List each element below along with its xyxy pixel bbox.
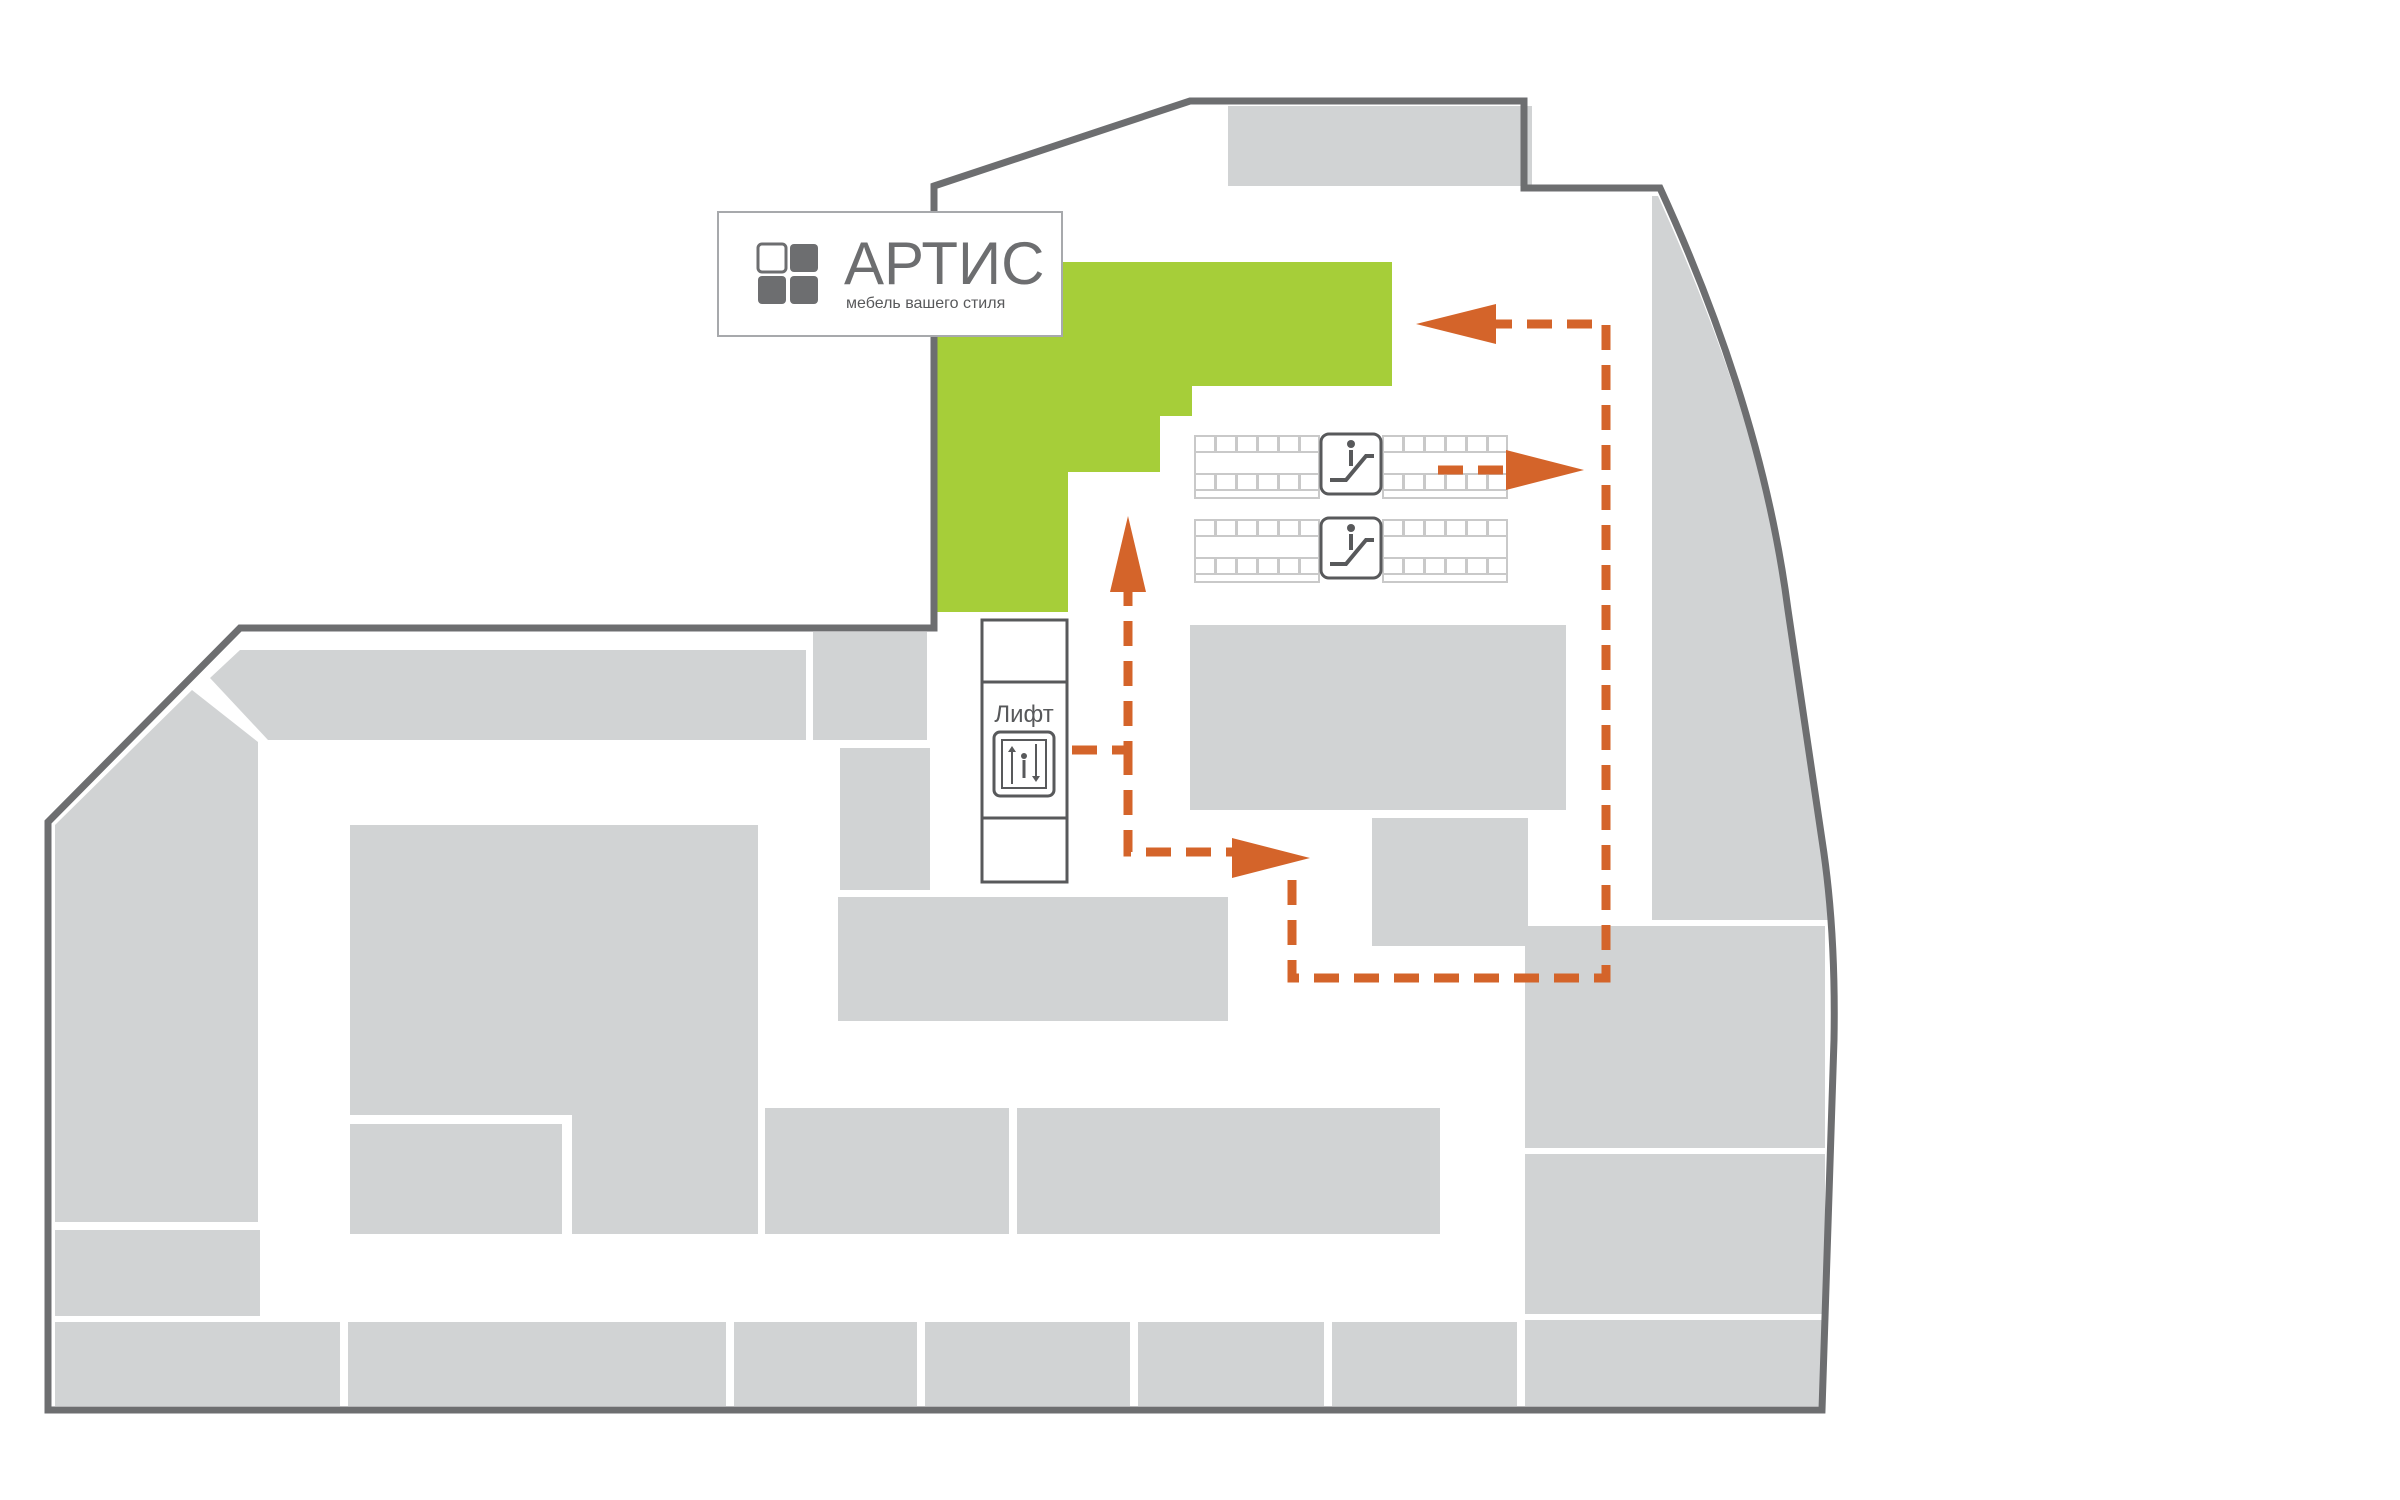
shop-unit[interactable]	[1525, 1154, 1825, 1314]
shop-unit[interactable]	[1525, 1320, 1825, 1406]
shop-units	[55, 106, 1828, 1406]
escalator-steps	[1194, 519, 1508, 583]
shop-unit[interactable]	[765, 1108, 1009, 1234]
route-segment	[1287, 319, 1611, 983]
building-outline	[44, 97, 1838, 1414]
route-arrow-right	[1506, 450, 1584, 490]
shop-unit[interactable]	[55, 1230, 260, 1316]
escalator-icon	[1319, 516, 1383, 580]
elevator-label: Лифт	[994, 701, 1053, 728]
escalator-icon	[1319, 432, 1383, 496]
shop-unit[interactable]	[572, 1020, 758, 1234]
shop-unit[interactable]	[1138, 1322, 1324, 1406]
shop-unit[interactable]	[1332, 1322, 1517, 1406]
artis-store-area[interactable]	[936, 262, 1392, 612]
store-name: АРТИС	[844, 230, 1044, 297]
elevator[interactable]: Лифт	[980, 618, 1069, 884]
shop-unit[interactable]	[813, 632, 927, 740]
shop-unit[interactable]	[1525, 926, 1825, 1148]
shop-unit[interactable]	[1652, 196, 1828, 920]
shop-unit[interactable]	[210, 650, 806, 740]
escalator-steps	[1194, 435, 1508, 499]
elevator-icon	[992, 730, 1056, 798]
shop-unit[interactable]	[1228, 106, 1532, 186]
shop-unit[interactable]	[348, 1322, 726, 1406]
store-tagline: мебель вашего стиля	[846, 295, 1005, 312]
route-path	[1072, 304, 1611, 983]
route-arrow-up	[1110, 516, 1146, 592]
escalator-top	[1194, 432, 1508, 499]
shop-unit[interactable]	[1372, 818, 1528, 946]
shop-unit[interactable]	[55, 690, 258, 1222]
escalator-bottom	[1194, 516, 1508, 583]
route-arrow-left	[1416, 304, 1496, 344]
shop-unit[interactable]	[55, 1322, 340, 1406]
artis-store-sign[interactable]: АРТИС мебель вашего стиля	[717, 211, 1063, 337]
shop-unit[interactable]	[840, 748, 930, 890]
shop-unit[interactable]	[1017, 1108, 1440, 1234]
route-arrow-right	[1232, 838, 1310, 878]
route-segment	[1123, 750, 1236, 857]
four-squares-icon	[756, 242, 818, 304]
shop-unit[interactable]	[838, 897, 1228, 1021]
shop-unit[interactable]	[925, 1322, 1130, 1406]
shop-unit[interactable]	[350, 1124, 562, 1234]
shop-unit[interactable]	[734, 1322, 917, 1406]
shop-unit[interactable]	[1190, 625, 1566, 810]
